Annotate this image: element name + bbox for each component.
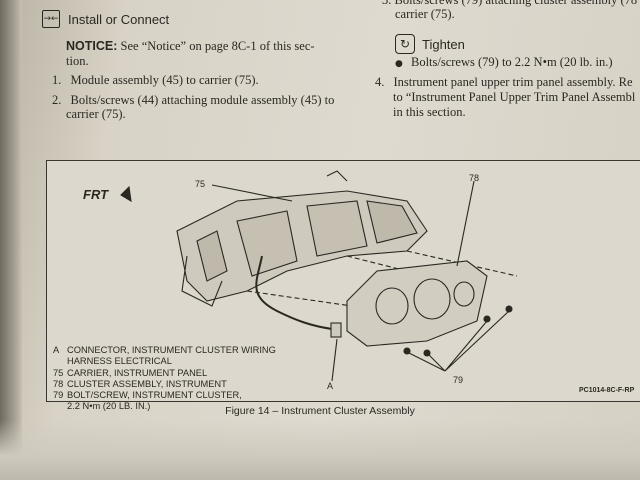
figure-code: PC1014-8C-F-RP	[579, 387, 635, 394]
notice-label: NOTICE:	[66, 39, 118, 53]
step-4-line-1: Instrument panel upper trim panel assemb…	[393, 75, 633, 89]
frt-label: FRT	[83, 187, 109, 202]
figure-frame: FRT 75 78 79 A PC1014-8C-F-RP	[46, 160, 640, 402]
step-4-num: 4.	[375, 75, 385, 89]
step-3-partial-cont: carrier (75).	[395, 7, 455, 21]
tighten-bullet-text: Bolts/screws (79) to 2.2 N•m (20 lb. in.…	[410, 55, 613, 69]
notice-line-1: NOTICE: See “Notice” on page 8C-1 of thi…	[66, 38, 315, 54]
notice-text-1: See “Notice” on page 8C-1 of this sec-	[120, 39, 315, 53]
arrows-icon: →←	[42, 10, 60, 28]
page-gutter	[0, 0, 22, 480]
figure-caption: Figure 14 – Instrument Cluster Assembly	[225, 405, 415, 417]
torque-wrench-icon: ↻	[395, 34, 415, 54]
step-2: 2. Bolts/screws (44) attaching module as…	[52, 92, 334, 108]
step-4: 4. Instrument panel upper trim panel ass…	[375, 74, 633, 90]
tighten-heading: ↻ Tighten	[395, 34, 465, 54]
step-4-line-3: in this section.	[393, 105, 466, 119]
step-2-text: Bolts/screws (44) attaching module assem…	[70, 93, 335, 107]
step-2-text-cont: carrier (75).	[66, 107, 126, 121]
step-2-num: 2.	[52, 93, 62, 107]
page-shadow	[0, 420, 640, 480]
notice-text-2: tion.	[66, 54, 89, 68]
tighten-bullet: ● Bolts/screws (79) to 2.2 N•m (20 lb. i…	[395, 55, 613, 69]
front-arrow-icon	[120, 185, 132, 203]
legend-row: 2.2 N•m (20 LB. IN.)	[67, 401, 151, 412]
callout-A: A	[327, 381, 334, 391]
install-heading-label: Install or Connect	[68, 11, 170, 27]
tighten-heading-label: Tighten	[422, 36, 465, 52]
instrument-cluster-illustration	[120, 170, 518, 382]
install-heading: →← Install or Connect	[42, 10, 169, 28]
step-1: 1. Module assembly (45) to carrier (75).	[52, 72, 259, 88]
step-1-num: 1.	[52, 73, 62, 87]
step-3-partial: 3. Bolts/screws (79) attaching cluster a…	[382, 0, 638, 7]
callout-78: 78	[469, 173, 480, 183]
step-1-text: Module assembly (45) to carrier (75).	[70, 73, 259, 87]
legend-row: HARNESS ELECTRICAL	[67, 356, 172, 367]
callout-79: 79	[453, 375, 464, 385]
callout-75: 75	[195, 179, 206, 189]
step-4-line-2: to “Instrument Panel Upper Trim Panel As…	[393, 90, 636, 104]
